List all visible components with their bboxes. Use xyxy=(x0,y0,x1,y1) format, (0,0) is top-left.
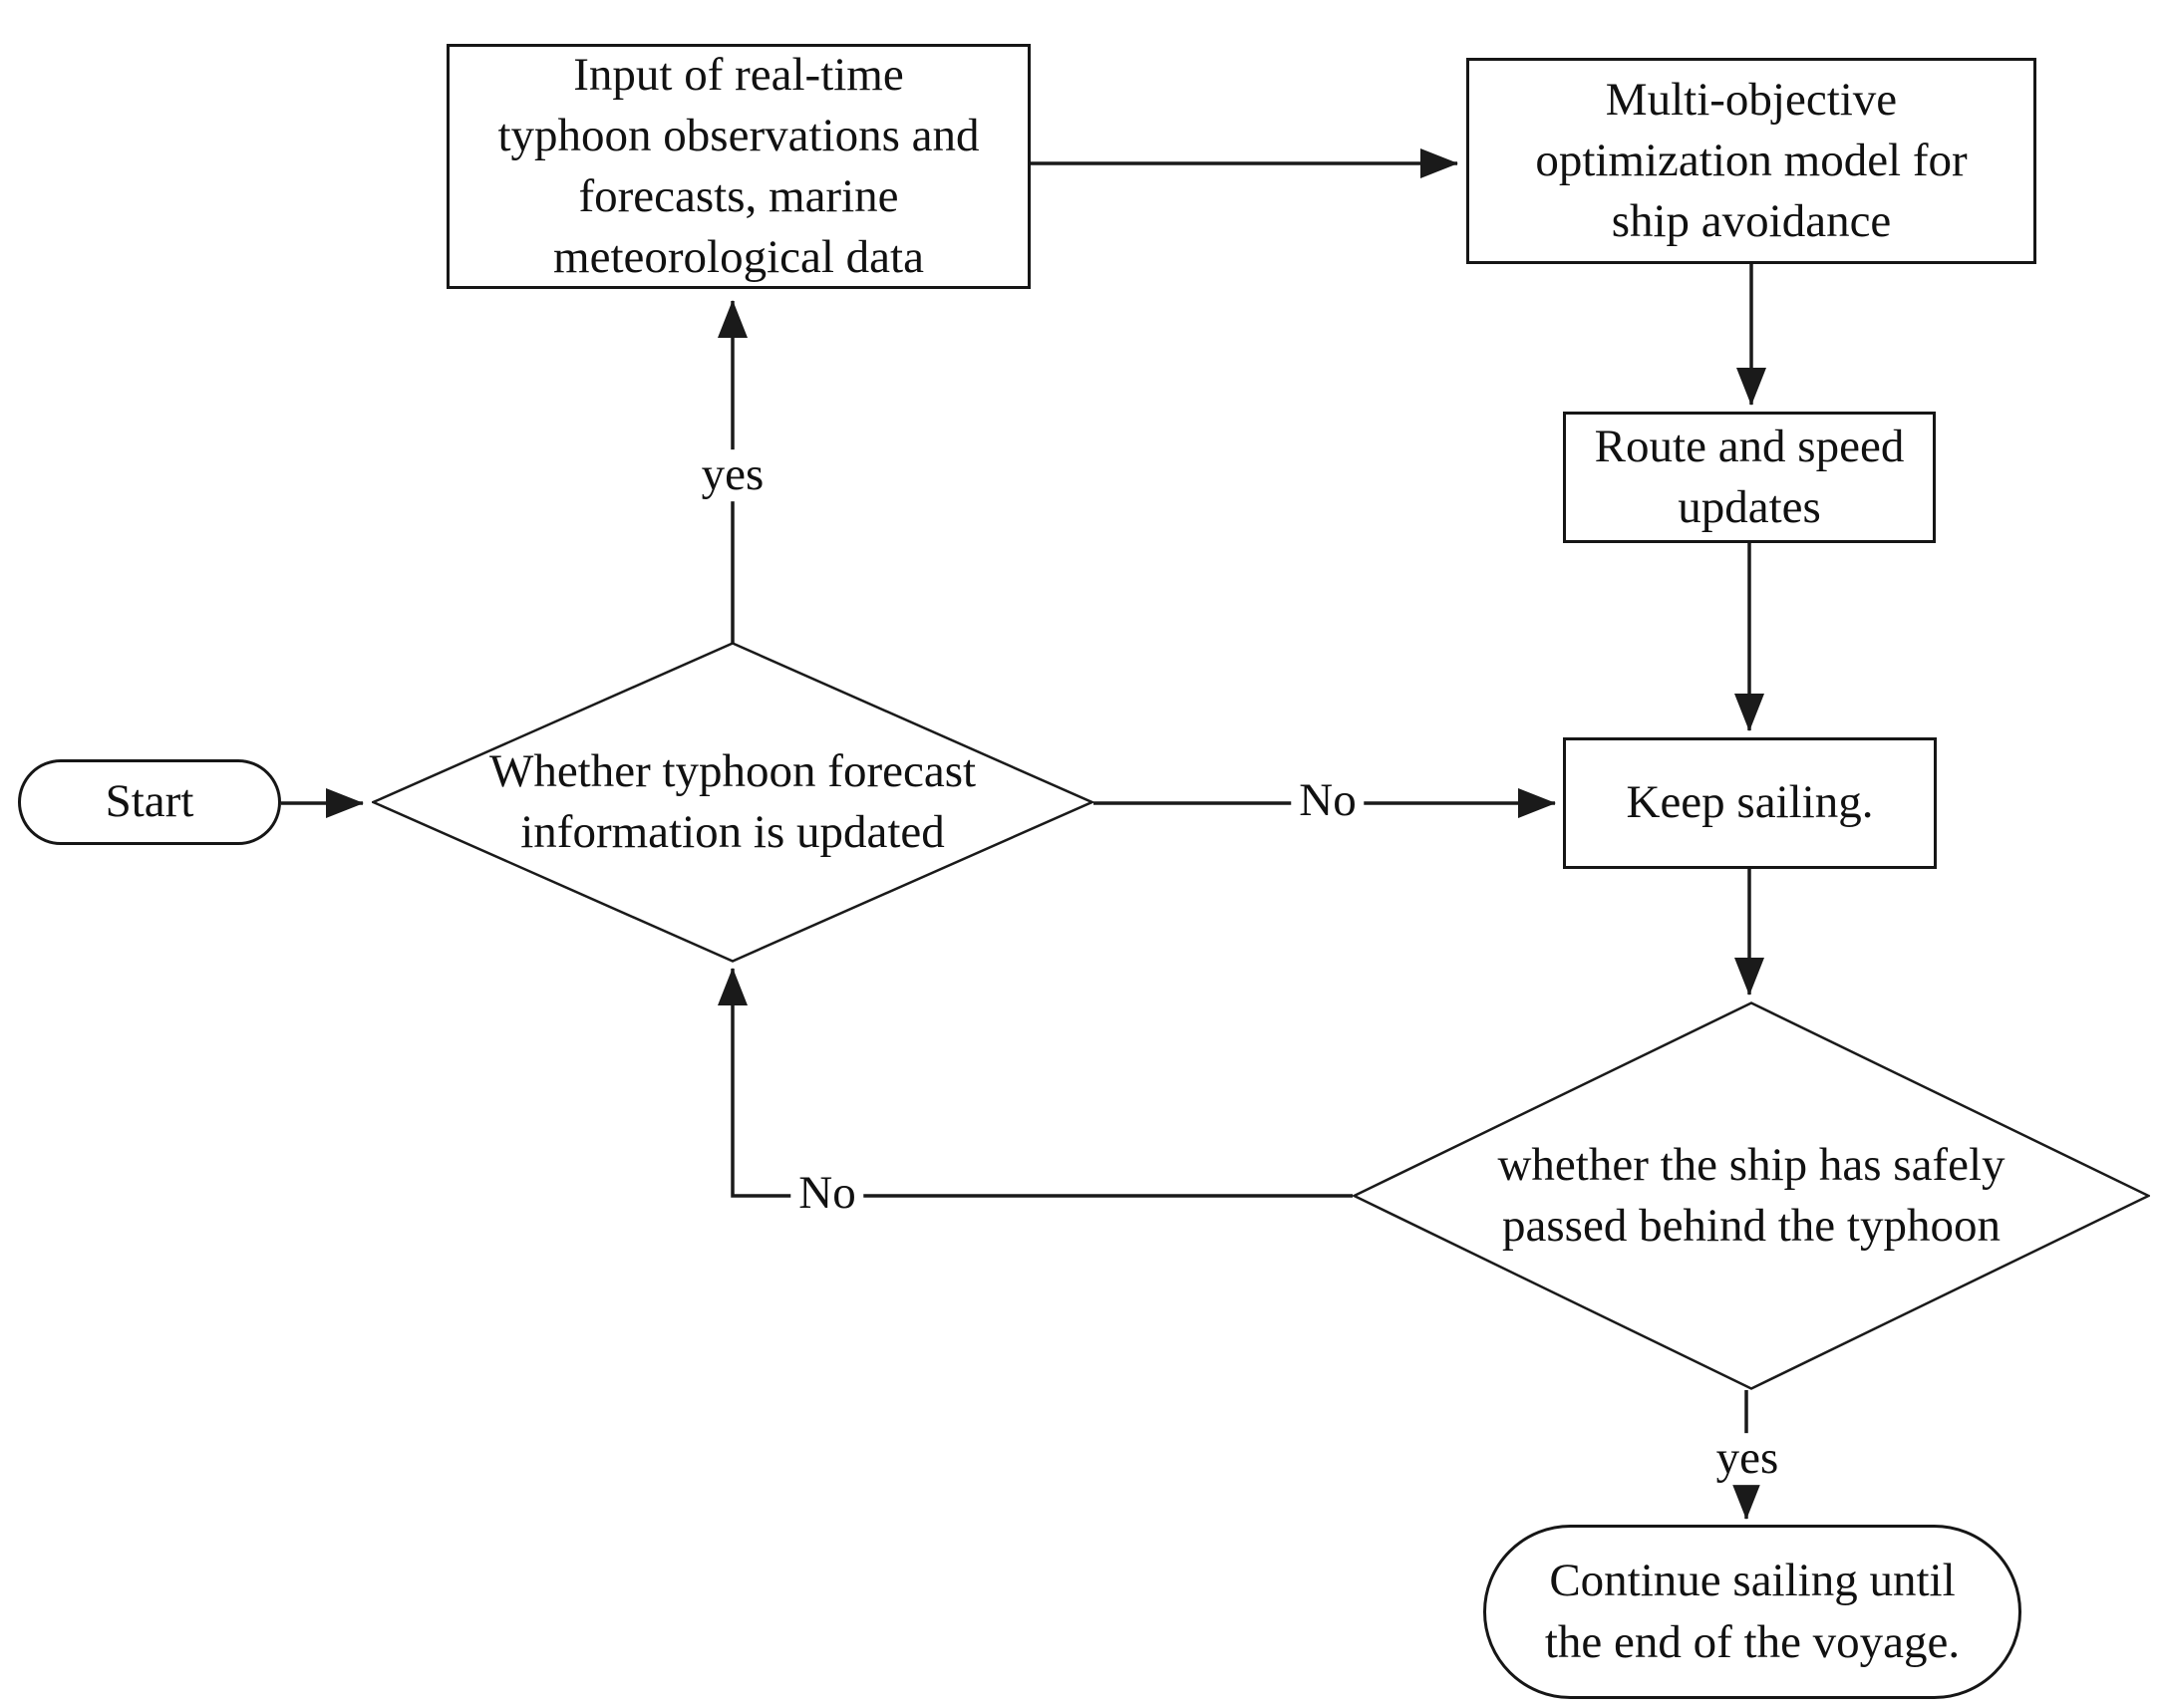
forecast-updated-decision: Whether typhoon forecast information is … xyxy=(372,642,1093,963)
keep-sailing-label: Keep sailing. xyxy=(1626,776,1874,829)
start-node: Start xyxy=(18,759,281,845)
start-label: Start xyxy=(105,775,194,828)
diamond-shape xyxy=(372,642,1093,963)
edge-label-no-to-keep-sailing: No xyxy=(1291,774,1365,827)
optimization-model-box: Multi-objective optimization model for s… xyxy=(1466,58,2036,264)
arrow-no-return-loop xyxy=(718,968,1353,1198)
input-data-label: Input of real-time typhoon observations … xyxy=(497,48,980,284)
edge-label-yes-to-input: yes xyxy=(693,448,772,501)
route-updates-label: Route and speed updates xyxy=(1594,420,1905,533)
optimization-model-label: Multi-objective optimization model for s… xyxy=(1535,73,1968,248)
route-updates-box: Route and speed updates xyxy=(1563,412,1936,543)
continue-sailing-end-node: Continue sailing until the end of the vo… xyxy=(1483,1525,2021,1699)
forecast-updated-label: Whether typhoon forecast information is … xyxy=(488,744,977,858)
passed-typhoon-decision: whether the ship has safely passed behin… xyxy=(1353,1001,2150,1390)
keep-sailing-box: Keep sailing. xyxy=(1563,737,1937,869)
edge-label-yes-to-end: yes xyxy=(1707,1432,1787,1485)
diamond-shape xyxy=(1353,1001,2150,1390)
passed-typhoon-label: whether the ship has safely passed behin… xyxy=(1497,1138,2006,1252)
edge-label-no-return-loop: No xyxy=(790,1167,864,1220)
continue-sailing-label: Continue sailing until the end of the vo… xyxy=(1544,1555,1961,1668)
input-data-box: Input of real-time typhoon observations … xyxy=(447,44,1031,289)
